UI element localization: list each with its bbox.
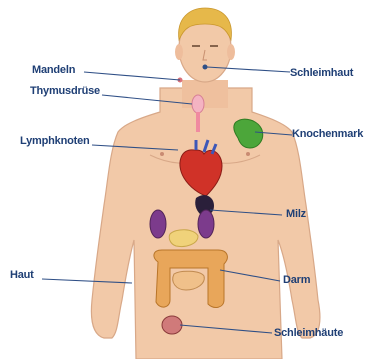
label-schleimhaut: Schleimhaut bbox=[290, 67, 353, 79]
mucosa-marker bbox=[203, 65, 208, 70]
label-thymusdruese: Thymusdrüse bbox=[30, 85, 100, 97]
label-knochenmark: Knochenmark bbox=[292, 128, 363, 140]
leader-mandeln bbox=[84, 72, 180, 80]
label-milz: Milz bbox=[286, 208, 306, 220]
label-haut: Haut bbox=[10, 269, 34, 281]
label-lymphknoten: Lymphknoten bbox=[20, 135, 90, 147]
label-mandeln: Mandeln bbox=[32, 64, 75, 76]
right-nipple bbox=[246, 152, 250, 156]
left-nipple bbox=[160, 152, 164, 156]
left-ear bbox=[175, 44, 183, 60]
right-ear bbox=[227, 44, 235, 60]
thymus-organ bbox=[192, 95, 204, 113]
label-schleimhaeute: Schleimhäute bbox=[274, 327, 343, 339]
left-kidney bbox=[150, 210, 166, 238]
label-darm: Darm bbox=[283, 274, 310, 286]
bladder-organ bbox=[162, 316, 182, 334]
right-kidney bbox=[198, 210, 214, 238]
